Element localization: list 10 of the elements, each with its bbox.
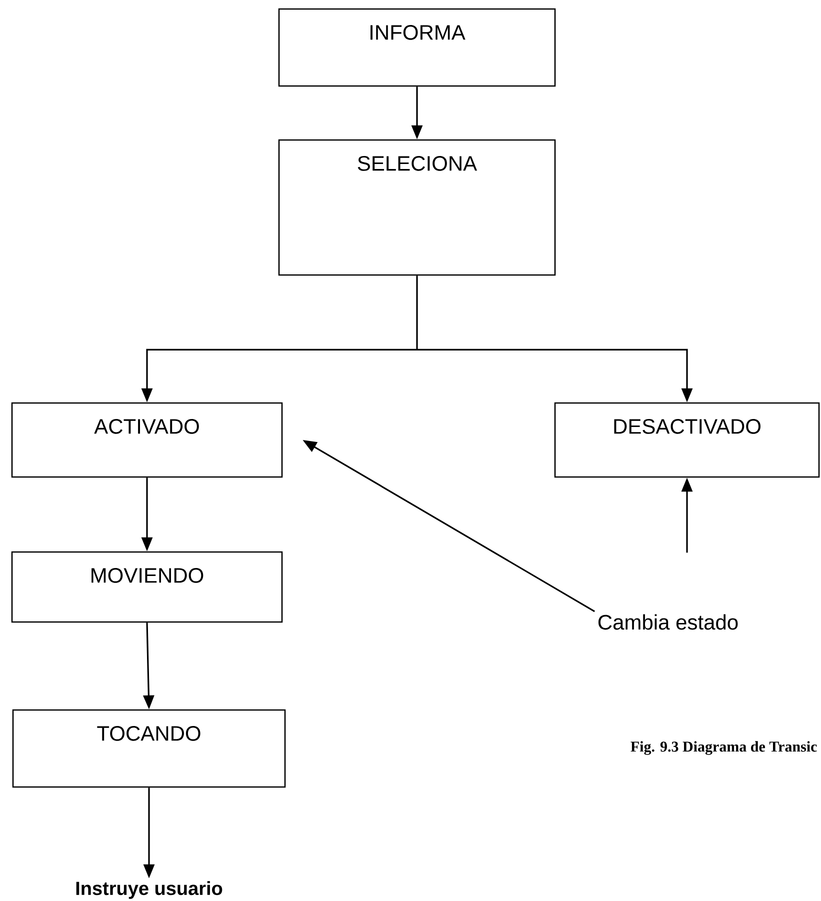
state-box: ACTIVADO [11, 402, 283, 478]
connector-line [416, 276, 418, 350]
state-box: INFORMA [278, 8, 556, 87]
state-box: DESACTIVADO [554, 402, 820, 478]
state-box: TOCANDO [12, 709, 286, 788]
state-box: MOVIENDO [11, 551, 283, 623]
note-text: Cambia estado [598, 614, 738, 630]
output-text: Instruye usuario [76, 881, 222, 899]
state-box: SELECIONA [278, 139, 556, 276]
figure-caption: Fig. 9.3 Diagrama de Transic [630, 741, 817, 755]
